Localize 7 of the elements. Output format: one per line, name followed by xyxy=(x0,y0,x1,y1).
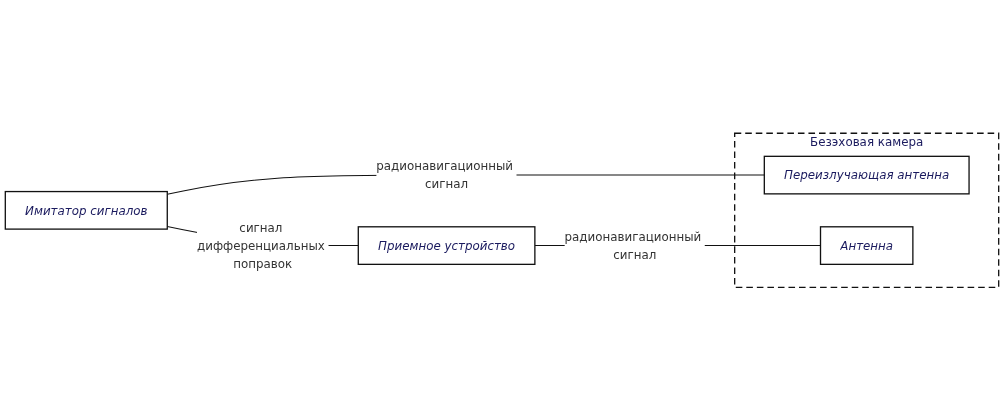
edge-label: сигнал дифференциальных поправок xyxy=(197,220,325,270)
node-box: Переизлучающая антенна xyxy=(763,155,970,195)
edge-label: радионавигационный сигнал xyxy=(376,158,514,191)
node-box: Приемное устройство xyxy=(357,225,536,265)
node-box: Антенна xyxy=(819,225,914,265)
edge-label: радионавигационный сигнал xyxy=(564,229,702,262)
node-box: Имитатор сигналов xyxy=(4,190,168,230)
